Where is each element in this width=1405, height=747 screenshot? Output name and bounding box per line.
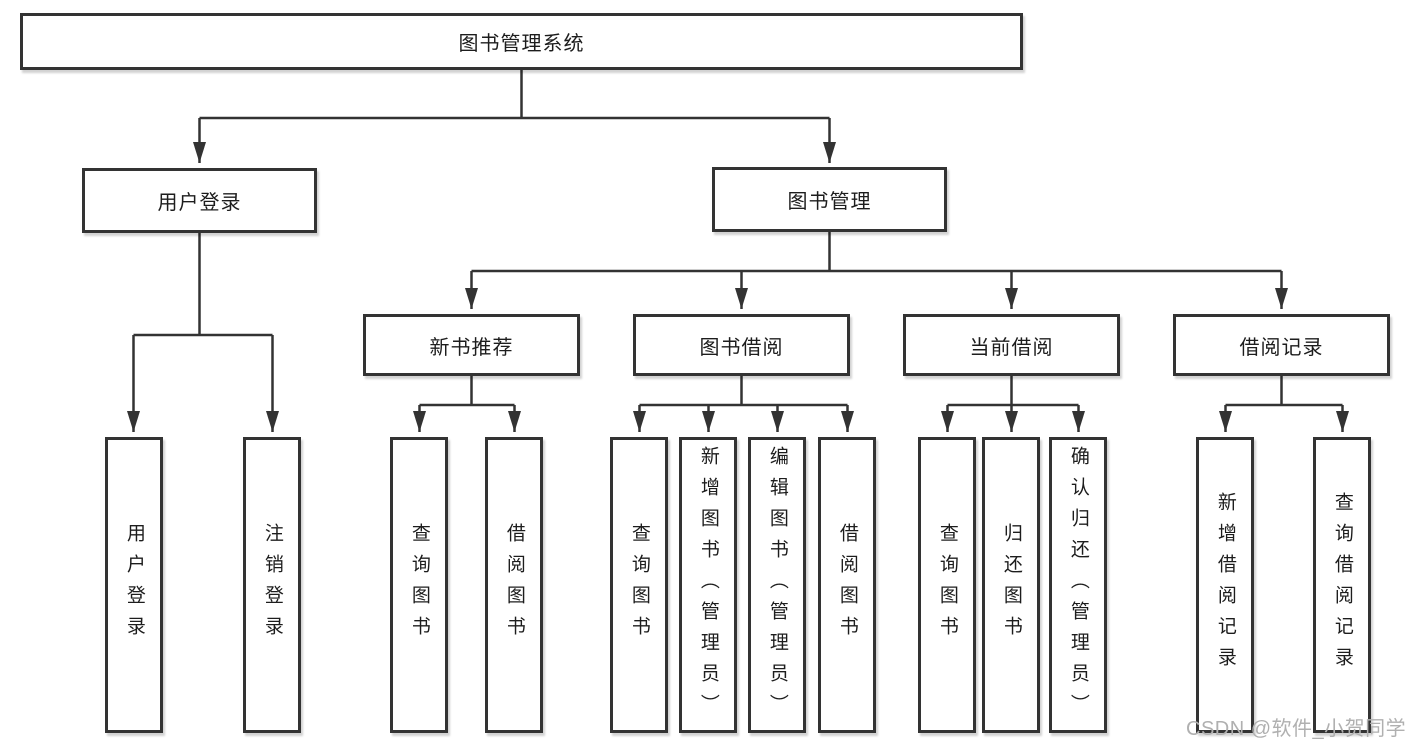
leaf-edit-book-admin: 编辑图书（管理员） [748, 437, 806, 733]
leaf-label: 归还图书 [1000, 523, 1022, 647]
leaf-label: 查询图书 [936, 523, 958, 647]
leaf-add-borrow-record: 新增借阅记录 [1196, 437, 1254, 733]
leaf-label: 查询借阅记录 [1331, 492, 1353, 678]
csdn-watermark: CSDN @软件_小贺同学 [1186, 718, 1405, 740]
leaf-confirm-return-admin: 确认归还（管理员） [1049, 437, 1107, 733]
leaf-borrow-books: 借阅图书 [818, 437, 876, 733]
leaf-add-book-admin: 新增图书（管理员） [679, 437, 737, 733]
node-new-book-recommend: 新书推荐 [363, 314, 580, 376]
leaf-logout: 注销登录 [243, 437, 301, 733]
leaf-label: 确认归还（管理员） [1067, 445, 1089, 725]
node-user-login: 用户登录 [82, 168, 317, 233]
leaf-label: 用户登录 [123, 523, 145, 647]
leaf-user-login: 用户登录 [105, 437, 163, 733]
node-book-borrow: 图书借阅 [633, 314, 850, 376]
node-root: 图书管理系统 [20, 13, 1023, 70]
leaf-label: 注销登录 [261, 523, 283, 647]
leaf-label: 新增借阅记录 [1214, 492, 1236, 678]
leaf-label: 查询图书 [408, 523, 430, 647]
leaf-return-book: 归还图书 [982, 437, 1040, 733]
leaf-label: 新增图书（管理员） [697, 445, 719, 725]
node-current-borrow: 当前借阅 [903, 314, 1120, 376]
leaf-label: 编辑图书（管理员） [766, 445, 788, 725]
leaf-query-books-borrow: 查询图书 [610, 437, 668, 733]
leaf-label: 借阅图书 [503, 523, 525, 647]
leaf-query-books-recommend: 查询图书 [390, 437, 448, 733]
node-borrow-records: 借阅记录 [1173, 314, 1390, 376]
node-book-management: 图书管理 [712, 167, 947, 232]
leaf-label: 借阅图书 [836, 523, 858, 647]
leaf-label: 查询图书 [628, 523, 650, 647]
leaf-query-books-current: 查询图书 [918, 437, 976, 733]
leaf-query-borrow-record: 查询借阅记录 [1313, 437, 1371, 733]
leaf-borrow-books-recommend: 借阅图书 [485, 437, 543, 733]
